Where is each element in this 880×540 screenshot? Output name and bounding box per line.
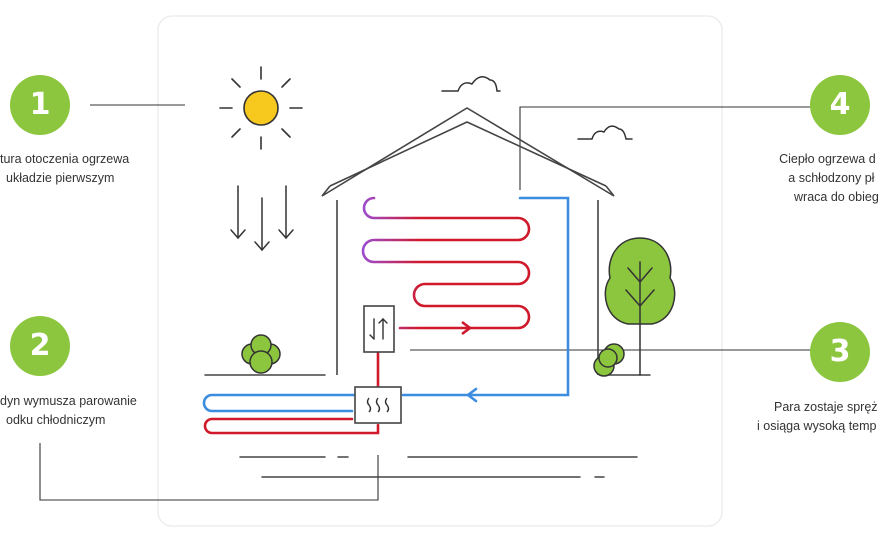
step-badge-2: 2 xyxy=(10,316,70,376)
caption-line: odku chłodniczym xyxy=(6,413,106,427)
caption-line: wraca do obieg xyxy=(794,190,879,204)
diagram-card xyxy=(157,15,723,527)
house-outline xyxy=(321,107,615,375)
cloud-icon xyxy=(441,76,633,140)
caption-line: i osiąga wysoką temp xyxy=(757,419,877,433)
arrows-down-icon xyxy=(230,185,294,252)
tree-icon xyxy=(604,237,676,376)
step-caption-3: Para zostaje spręż i osiąga wysoką temp xyxy=(756,398,878,436)
bush-icon xyxy=(593,343,625,377)
caption-line: układzie pierwszym xyxy=(6,171,115,185)
bush-icon xyxy=(241,334,281,374)
step-badge-1: 1 xyxy=(10,75,70,135)
caption-line: dyn wymusza parowanie xyxy=(0,394,137,408)
step-badge-3: 3 xyxy=(810,322,870,382)
cold-pipe xyxy=(202,196,570,413)
exchange-icon xyxy=(363,305,395,353)
heat-icon xyxy=(354,386,402,424)
step-caption-2: dyn wymusza parowanie odku chłodniczym xyxy=(0,392,137,430)
coil-arrow xyxy=(461,320,473,336)
heating-coil xyxy=(361,196,531,330)
caption-line: tura otoczenia ogrzewa xyxy=(0,152,130,166)
caption-line: Para zostaje spręż xyxy=(774,400,878,414)
step-caption-1: tura otoczenia ogrzewa układzie pierwszy… xyxy=(0,150,129,188)
sun-icon xyxy=(219,66,303,150)
step-caption-4: Ciepło ogrzewa d a schłodzony pł wraca d… xyxy=(776,150,879,207)
caption-line: a schłodzony pł xyxy=(788,171,875,185)
caption-line: Ciepło ogrzewa d xyxy=(779,152,876,166)
step-badge-4: 4 xyxy=(810,75,870,135)
